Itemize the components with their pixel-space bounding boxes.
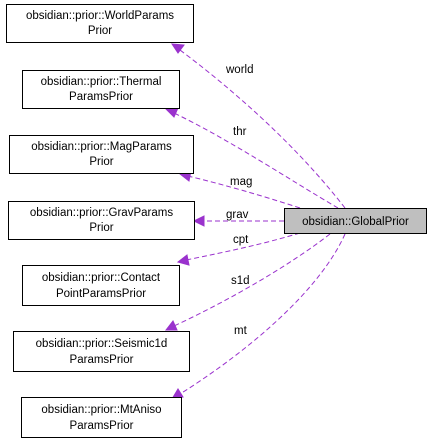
node-thermal-line1: obsidian::prior::Thermal [41,76,162,88]
node-global-prior[interactable]: obsidian::GlobalPrior [284,208,427,234]
node-contact-line1: obsidian::prior::Contact [42,272,161,284]
node-mtaniso-params-prior[interactable]: obsidian::prior::MtAniso ParamsPrior [21,397,182,438]
node-thermal-line2: ParamsPrior [69,91,133,103]
node-mtaniso-line1: obsidian::prior::MtAniso [41,404,161,416]
edge-label-world: world [225,64,253,76]
node-seismic1d-params-prior[interactable]: obsidian::prior::Seismic1d ParamsPrior [13,331,190,372]
node-mag-line2: Prior [89,156,113,168]
edge-mtaniso [171,233,346,400]
node-mtaniso-line2: ParamsPrior [70,420,134,432]
node-seismic-line2: ParamsPrior [70,354,134,366]
edge-seismic [164,233,331,331]
edge-label-cpt: cpt [233,234,249,246]
edge-contact [176,232,301,266]
node-mag-params-prior[interactable]: obsidian::prior::MagParams Prior [9,135,194,174]
edge-label-mt: mt [234,325,248,337]
node-grav-params-prior[interactable]: obsidian::prior::GravParams Prior [8,201,195,240]
edge-label-s1d: s1d [231,275,250,287]
node-grav-line2: Prior [89,222,113,234]
node-contact-line2: PointParamsPrior [56,288,146,300]
edge-label-mag: mag [230,176,252,188]
edge-label-thr: thr [233,126,247,138]
node-contact-point-params-prior[interactable]: obsidian::prior::Contact PointParamsPrio… [22,265,180,306]
node-world-line1: obsidian::prior::WorldParams [26,10,174,22]
node-global-prior-label: obsidian::GlobalPrior [302,216,409,228]
node-world-line2: Prior [88,25,112,37]
edge-label-grav: grav [226,209,249,221]
edge-world [171,43,346,209]
node-mag-line1: obsidian::prior::MagParams [31,141,172,153]
node-world-params-prior[interactable]: obsidian::prior::WorldParams Prior [6,4,194,43]
node-grav-line1: obsidian::prior::GravParams [30,207,173,219]
node-seismic-line1: obsidian::prior::Seismic1d [36,338,168,350]
edge-grav [192,215,284,227]
node-thermal-params-prior[interactable]: obsidian::prior::Thermal ParamsPrior [22,70,180,109]
